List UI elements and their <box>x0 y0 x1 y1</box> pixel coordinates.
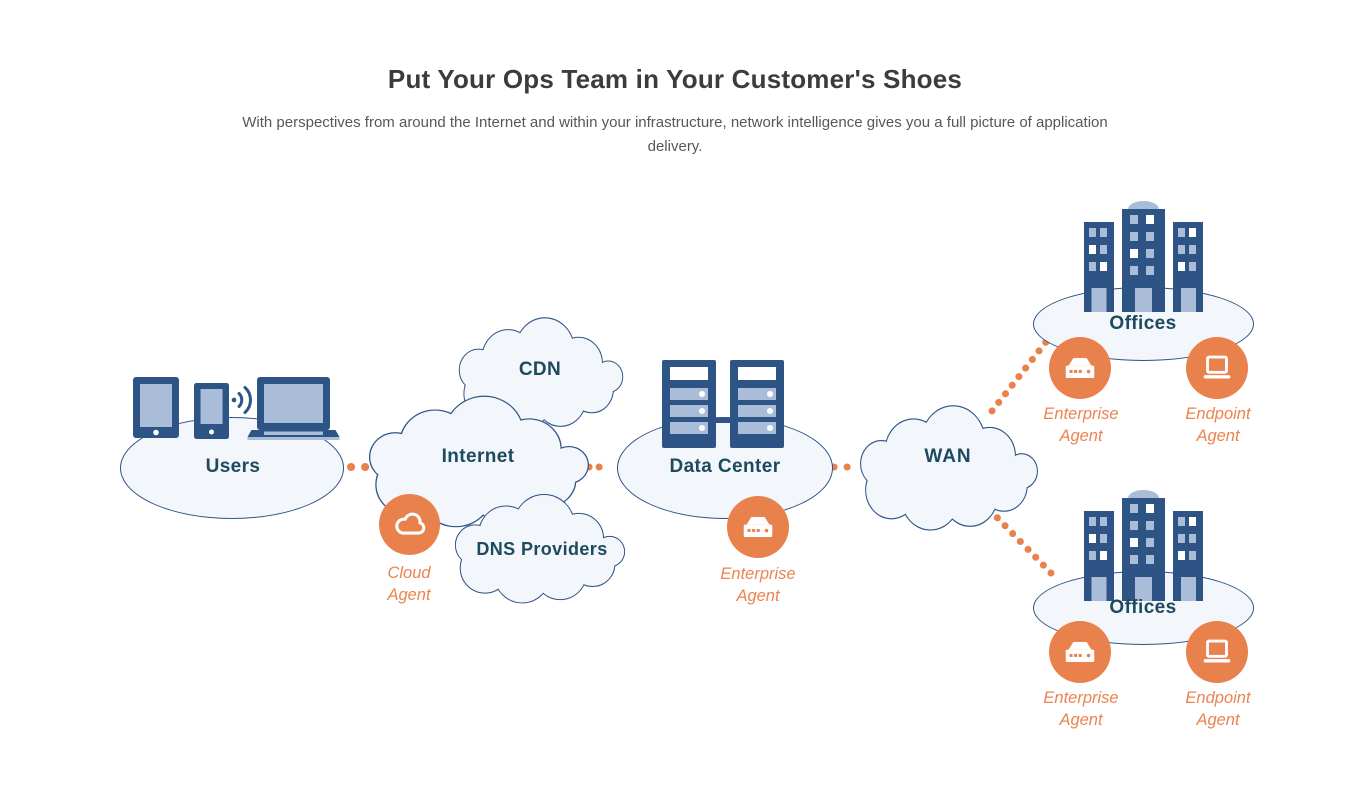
enterprise-agent-badge <box>1049 621 1111 683</box>
enterprise-agent-label: Enterprise Agent <box>720 565 796 605</box>
dotted-link-wan-offices-top <box>988 338 1050 415</box>
offices-top-label: Offices <box>1109 313 1177 334</box>
endpoint-agent-badge <box>1186 337 1248 399</box>
endpoint-agent-icon <box>1203 355 1231 378</box>
endpoint-agent-label: Endpoint Agent <box>1185 689 1251 729</box>
wifi-icon <box>231 386 252 414</box>
enterprise-agent-icon <box>1065 641 1095 662</box>
office-buildings-icon <box>1084 490 1203 601</box>
cloud-agent-badge <box>379 494 440 555</box>
users-label: Users <box>205 456 261 477</box>
building-icon <box>1122 498 1165 601</box>
office-buildings-icon <box>1084 201 1203 312</box>
enterprise-agent-badge <box>727 496 789 558</box>
phone-icon <box>194 383 229 439</box>
server-rack-icon <box>662 360 716 448</box>
server-racks-icon <box>662 360 784 448</box>
enterprise-agent-label: Enterprise Agent <box>1043 689 1119 729</box>
building-icon <box>1084 511 1114 601</box>
wan-label: WAN <box>924 446 972 467</box>
data-center-label: Data Center <box>669 456 781 477</box>
user-devices-icon <box>133 377 340 440</box>
internet-label: Internet <box>441 446 515 467</box>
cdn-label: CDN <box>518 359 562 380</box>
cloud-agent-icon <box>394 512 425 535</box>
data-center-ellipse <box>617 417 833 519</box>
enterprise-agent-badge <box>1049 337 1111 399</box>
laptop-icon <box>247 377 340 440</box>
building-icon <box>1173 511 1203 601</box>
building-icon <box>1084 222 1114 312</box>
cloud-agent-label: Cloud Agent <box>387 564 431 604</box>
endpoint-agent-label: Endpoint Agent <box>1185 405 1251 445</box>
tablet-icon <box>133 377 179 438</box>
building-icon <box>1173 222 1203 312</box>
building-icon <box>1122 209 1165 312</box>
server-rack-icon <box>730 360 784 448</box>
endpoint-agent-badge <box>1186 621 1248 683</box>
page-subtitle: With perspectives from around the Intern… <box>242 114 1108 155</box>
offices-bottom-label: Offices <box>1109 597 1177 618</box>
enterprise-agent-icon <box>1065 357 1095 378</box>
dns-providers-label: DNS Providers <box>476 539 608 559</box>
enterprise-agent-label: Enterprise Agent <box>1043 405 1119 445</box>
endpoint-agent-icon <box>1203 639 1231 662</box>
page-title: Put Your Ops Team in Your Customer's Sho… <box>387 64 963 94</box>
enterprise-agent-icon <box>743 516 773 537</box>
